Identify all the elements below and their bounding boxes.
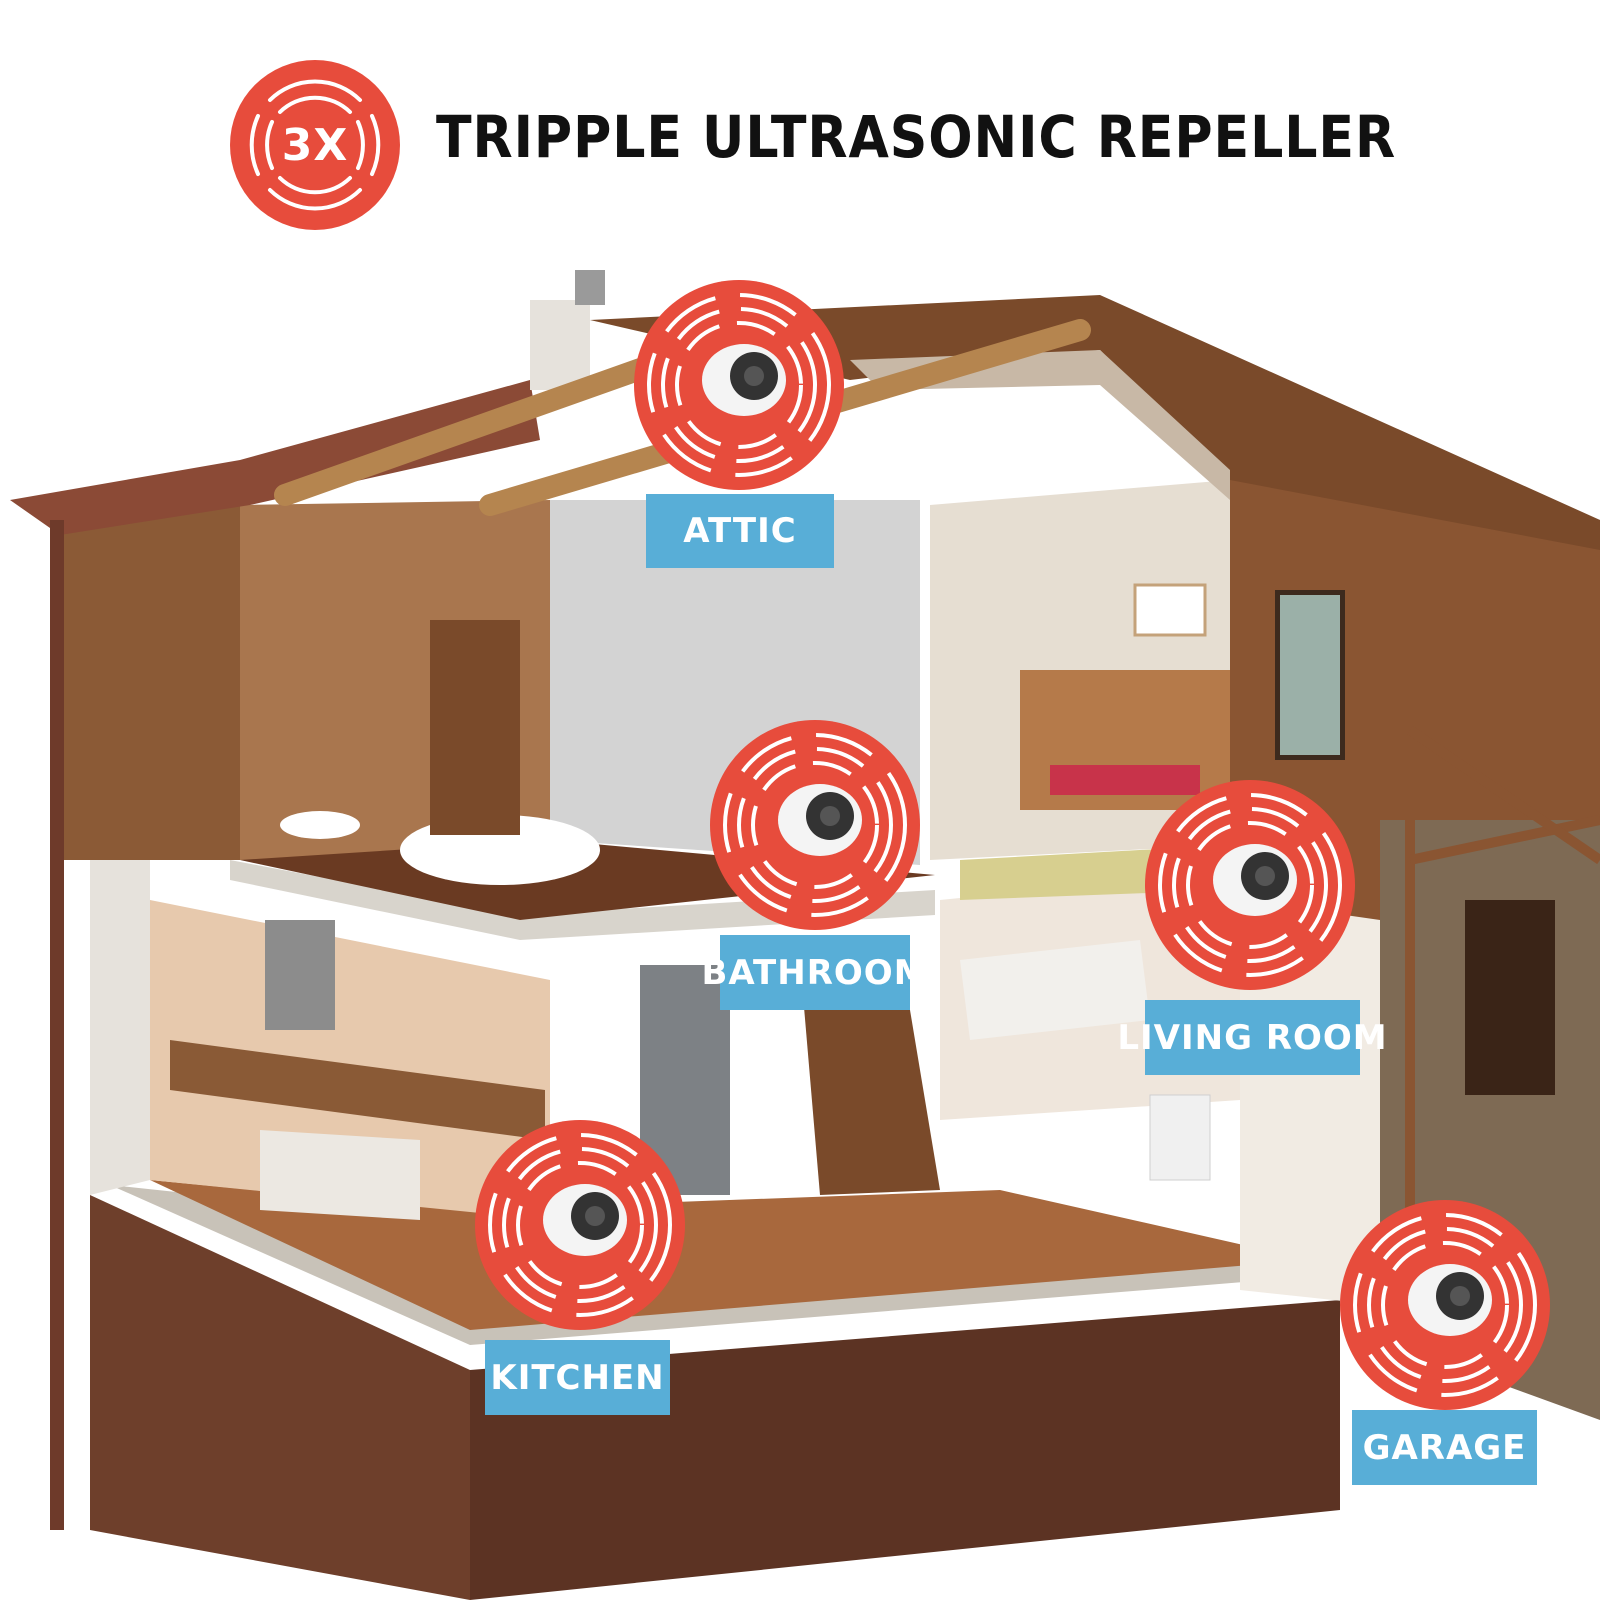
room-label-bathroom: BATHROOM bbox=[701, 935, 928, 1010]
marker-garage: GARAGE bbox=[1340, 1200, 1550, 1485]
bathroom-sink bbox=[280, 811, 360, 839]
foundation-left bbox=[90, 1195, 470, 1600]
badge-3x-text: 3X bbox=[281, 119, 349, 171]
wall-picture bbox=[1133, 583, 1207, 637]
ultrasonic-repeller-device-icon bbox=[475, 1120, 685, 1330]
window-glass bbox=[1280, 595, 1340, 755]
ultrasonic-repeller-device-icon bbox=[710, 720, 920, 930]
roof-inner-slope bbox=[850, 350, 1230, 500]
staircase bbox=[800, 950, 940, 1195]
room-label-kitchen: KITCHEN bbox=[485, 1340, 670, 1415]
kitchen-counter bbox=[170, 1040, 545, 1140]
header: 3X TRIPPLE ULTRASONIC REPELLER bbox=[0, 0, 1600, 230]
garage-door bbox=[1465, 900, 1555, 1095]
roof-left bbox=[10, 380, 540, 535]
ultrasonic-repeller-device-icon bbox=[1340, 1200, 1550, 1410]
page-title: TRIPPLE ULTRASONIC REPELLER bbox=[436, 103, 1397, 171]
ultrasonic-repeller-device-icon bbox=[1145, 780, 1355, 990]
ultrasonic-repeller-device-icon bbox=[634, 280, 844, 490]
foundation-front bbox=[470, 1300, 1340, 1600]
ground-floor-wood bbox=[150, 1180, 1310, 1330]
marker-kitchen: KITCHEN bbox=[475, 1120, 685, 1415]
chimney-cap bbox=[575, 270, 605, 305]
ultrasonic-waves-icon: 3X bbox=[230, 60, 400, 230]
bed-cover bbox=[1050, 765, 1200, 795]
radiator bbox=[1149, 1094, 1211, 1181]
room-label-attic: ATTIC bbox=[646, 494, 834, 568]
left-brick-wall bbox=[90, 860, 150, 1195]
room-label-garage: GARAGE bbox=[1352, 1410, 1537, 1485]
marker-living-room: LIVING ROOM bbox=[1117, 780, 1387, 1075]
kitchen-back-wall bbox=[150, 900, 550, 1220]
house-cutaway-illustration bbox=[10, 270, 1600, 1600]
downpipe bbox=[50, 520, 64, 1530]
bathroom-door bbox=[430, 620, 520, 835]
roof-main bbox=[590, 295, 1600, 550]
marker-bathroom: BATHROOM bbox=[701, 720, 928, 1010]
sofa bbox=[960, 940, 1150, 1040]
upper-left-wall bbox=[60, 505, 240, 860]
marker-attic: ATTIC bbox=[634, 280, 844, 568]
floor-slab bbox=[230, 860, 935, 940]
kitchen-hood bbox=[265, 920, 335, 1030]
chimney bbox=[530, 300, 590, 390]
kitchen-island bbox=[260, 1130, 420, 1220]
room-label-living-room: LIVING ROOM bbox=[1117, 1000, 1387, 1075]
